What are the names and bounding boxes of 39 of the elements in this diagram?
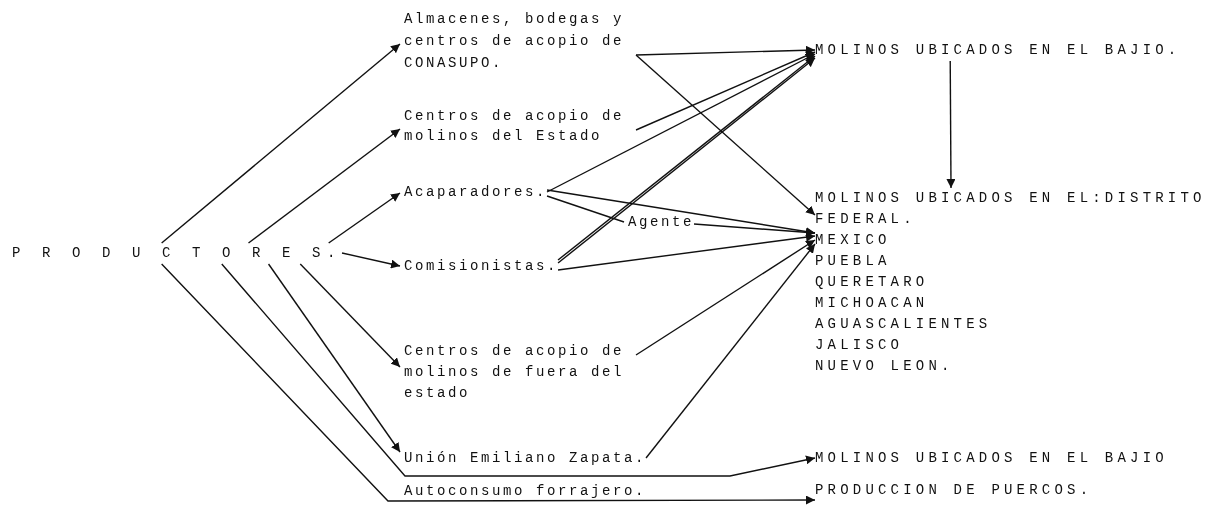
arrow — [557, 232, 816, 271]
channel-label: Centros de acopio de molinos del Estado — [400, 106, 636, 146]
arrow — [635, 239, 816, 356]
channel-label: Autoconsumo forrajero. — [400, 481, 647, 502]
arrow — [635, 54, 816, 216]
channel-label: Acaparadores. — [400, 182, 548, 203]
arrow — [635, 51, 816, 131]
channel-label: Unión Emiliano Zapata. — [400, 448, 647, 469]
arrow — [299, 263, 401, 368]
arrow — [946, 60, 956, 189]
arrow — [546, 53, 816, 193]
destination-label: MOLINOS UBICADOS EN EL:DISTRITO FEDERAL. — [815, 189, 1207, 229]
destination-label: MOLINOS UBICADOS EN EL BAJIO — [815, 448, 1168, 469]
source-label: P R O D U C T O R E S. — [8, 243, 343, 264]
destination-list-item: MICHOACAN — [815, 294, 930, 313]
destination-list-item: PUEBLA — [815, 252, 892, 271]
arrow — [160, 263, 816, 505]
arrow — [221, 263, 816, 477]
arrow — [160, 43, 401, 244]
connector-line — [546, 195, 625, 223]
channel-label: Almacenes, bodegas y centros de acopio de CONASUPO. — [400, 8, 636, 74]
arrow — [546, 189, 816, 236]
channel-label: Comisionistas. — [400, 256, 559, 277]
arrow — [327, 192, 401, 244]
arrow — [267, 263, 401, 453]
arrow — [635, 45, 816, 56]
destination-list-item: AGUASCALIENTES — [815, 315, 993, 334]
arrow — [693, 223, 816, 237]
destination-label: MOLINOS UBICADOS EN EL BAJIO. — [815, 40, 1181, 61]
destination-list-item: JALISCO — [815, 336, 905, 355]
arrow — [247, 128, 401, 244]
destination-list-item: MEXICO — [815, 231, 892, 250]
arrow — [341, 252, 401, 269]
arrow — [645, 243, 816, 459]
edge-label: Agente — [624, 212, 694, 233]
destination-list-item: QUERETARO — [815, 273, 930, 292]
channel-label: Centros de acopio de molinos de fuera del estado — [400, 341, 636, 404]
destination-list-item: NUEVO LEON. — [815, 357, 955, 376]
destination-label: PRODUCCION DE PUERCOS. — [815, 480, 1093, 501]
